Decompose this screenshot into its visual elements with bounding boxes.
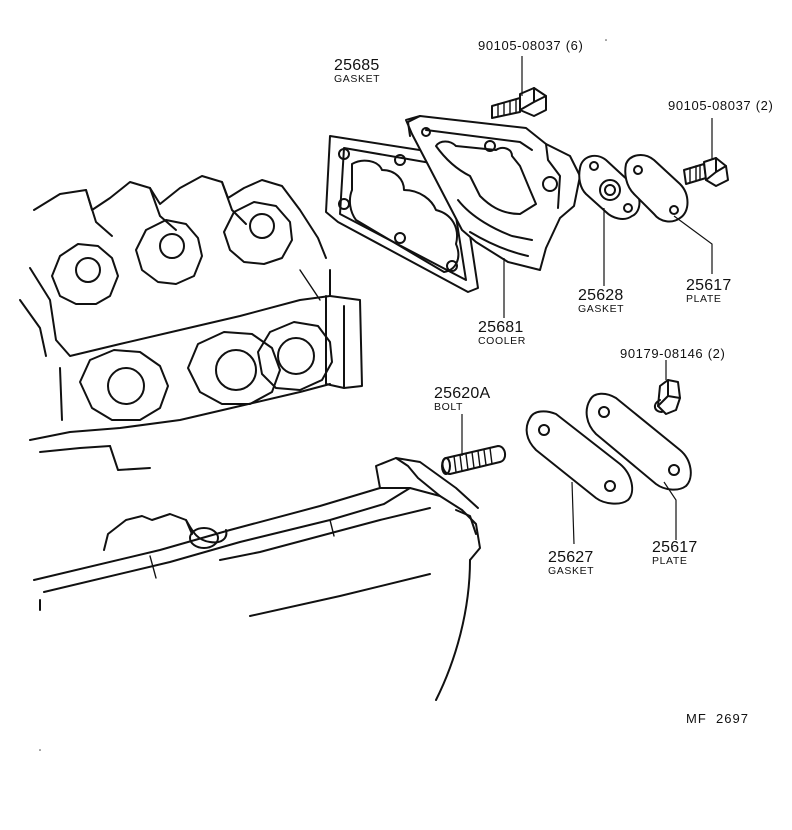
figure-reference: MF 2697 xyxy=(686,712,749,725)
figure-ref-prefix: MF xyxy=(686,711,707,726)
figure-ref-number: 2697 xyxy=(716,711,749,726)
part-number: 25627 xyxy=(548,549,594,566)
cooler-25681 xyxy=(405,115,581,271)
gasket-25627 xyxy=(525,410,634,505)
part-name: PLATE xyxy=(686,293,722,305)
callout-gasket-25627: 25627 GASKET xyxy=(548,550,594,577)
callout-bolt-right: 90105-08037 (2) xyxy=(668,98,773,114)
callout-plate-lower: 25617 PLATE xyxy=(652,540,698,567)
speck xyxy=(605,39,607,41)
part-number: 25617 xyxy=(686,277,732,294)
callout-cooler-25681: 25681 COOLER xyxy=(478,320,526,347)
callout-clip-90179: 90179-08146 (2) xyxy=(620,346,725,362)
part-name: BOLT xyxy=(434,401,464,413)
part-number: 90179-08146 xyxy=(620,346,704,361)
cylinder-head xyxy=(19,175,363,471)
part-number: 25681 xyxy=(478,319,524,336)
leader-lines xyxy=(461,56,713,545)
intake-manifold xyxy=(33,457,481,701)
callout-gasket-25628: 25628 GASKET xyxy=(578,288,624,315)
callout-gasket-25685: 25685 GASKET xyxy=(334,58,380,85)
part-number: 25628 xyxy=(578,287,624,304)
part-number: 25685 xyxy=(334,57,380,74)
part-qty: (2) xyxy=(755,98,774,113)
plate-25617-lower xyxy=(585,392,692,491)
part-qty: (6) xyxy=(565,38,584,53)
part-name: GASKET xyxy=(548,565,595,577)
callout-bolt-25620a: 25620A BOLT xyxy=(434,386,490,413)
part-name: COOLER xyxy=(478,335,526,347)
bolt-top xyxy=(491,87,547,119)
part-number: 25620A xyxy=(434,385,491,402)
stud-bolt-25620a xyxy=(441,445,506,475)
part-name: PLATE xyxy=(652,555,688,567)
part-number: 25617 xyxy=(652,539,698,556)
speck xyxy=(39,749,41,751)
part-number: 90105-08037 xyxy=(668,98,752,113)
callout-bolt-top: 90105-08037 (6) xyxy=(478,38,583,54)
clip-90179 xyxy=(654,379,681,415)
part-number: 90105-08037 xyxy=(478,38,562,53)
bolt-right xyxy=(683,157,729,187)
plate-25617-upper xyxy=(624,154,689,223)
gasket-25628 xyxy=(578,154,641,220)
part-qty: (2) xyxy=(707,346,726,361)
part-name: GASKET xyxy=(334,73,381,85)
callout-plate-upper: 25617 PLATE xyxy=(686,278,732,305)
part-name: GASKET xyxy=(578,303,625,315)
